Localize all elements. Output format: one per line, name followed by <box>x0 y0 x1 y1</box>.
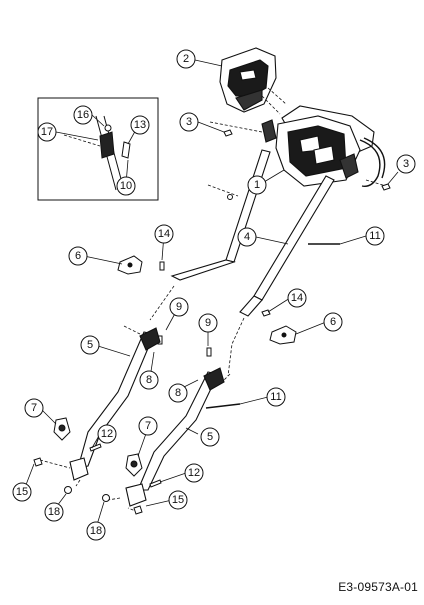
lower-tube-right <box>125 367 225 507</box>
callout-14-label: 14 <box>158 228 170 240</box>
callout-9-label: 9 <box>205 317 211 329</box>
callout-5-label: 5 <box>87 339 93 351</box>
callout-17-label: 17 <box>41 126 53 138</box>
callout-6: 6 <box>68 246 88 266</box>
callout-12: 12 <box>97 424 117 444</box>
callout-15-label: 15 <box>16 486 28 498</box>
assembly-guides-upper <box>149 87 387 377</box>
callout-4: 4 <box>237 227 257 247</box>
callout-18: 18 <box>44 502 64 522</box>
callout-7-label: 7 <box>145 420 151 432</box>
callout-7: 7 <box>138 416 158 436</box>
callout-6: 6 <box>323 312 343 332</box>
callout-12-label: 12 <box>101 428 113 440</box>
callout-10: 10 <box>116 176 136 196</box>
callouts: 2 3 3 1 16 17 13 10 4 11 6 14 14 6 9 9 5… <box>12 49 416 541</box>
callout-8-label: 8 <box>175 387 181 399</box>
callout-18-label: 18 <box>90 525 102 537</box>
small-hardware <box>33 443 162 515</box>
callout-9: 9 <box>198 313 218 333</box>
control-panel-cover <box>219 47 277 113</box>
cable-ties <box>205 243 340 409</box>
callout-5: 5 <box>80 335 100 355</box>
callout-18: 18 <box>86 521 106 541</box>
callout-2: 2 <box>176 49 196 69</box>
document-code: E3-09573A-01 <box>338 580 418 594</box>
callout-3-label: 3 <box>186 116 192 128</box>
callout-16: 16 <box>73 105 93 125</box>
callout-9-label: 9 <box>176 301 182 313</box>
callout-13: 13 <box>130 115 150 135</box>
callout-3: 3 <box>179 112 199 132</box>
callout-15: 15 <box>12 482 32 502</box>
callout-15-label: 15 <box>172 494 184 506</box>
callout-14: 14 <box>154 224 174 244</box>
detail-inset <box>37 97 159 201</box>
knob-left <box>53 417 71 441</box>
callout-7: 7 <box>24 398 44 418</box>
callout-17: 17 <box>37 122 57 142</box>
callout-6-label: 6 <box>75 250 81 262</box>
callout-12-label: 12 <box>188 467 200 479</box>
callout-4-label: 4 <box>244 231 250 243</box>
upper-handle <box>170 105 386 317</box>
callout-6-label: 6 <box>330 316 336 328</box>
callout-11-label: 11 <box>369 230 380 242</box>
callout-3: 3 <box>396 154 416 174</box>
callout-16-label: 16 <box>77 109 89 121</box>
callout-2-label: 2 <box>183 53 189 65</box>
callout-14-label: 14 <box>291 292 303 304</box>
knob-right <box>125 453 143 477</box>
callout-11: 11 <box>266 387 286 407</box>
callout-1-label: 1 <box>254 179 260 191</box>
callout-14: 14 <box>287 288 307 308</box>
callout-11-label: 11 <box>270 391 281 403</box>
callout-15: 15 <box>168 490 188 510</box>
callout-9: 9 <box>169 297 189 317</box>
callout-8: 8 <box>168 383 188 403</box>
callout-5: 5 <box>200 427 220 447</box>
callout-1: 1 <box>247 175 267 195</box>
callout-10-label: 10 <box>120 180 132 192</box>
callout-5-label: 5 <box>207 431 213 443</box>
callout-3-label: 3 <box>403 158 409 170</box>
lower-tube-left <box>69 327 161 481</box>
callout-8-label: 8 <box>146 374 152 386</box>
callout-8: 8 <box>139 370 159 390</box>
cable-clip-left <box>117 255 143 275</box>
callout-13-label: 13 <box>134 119 146 131</box>
callout-7-label: 7 <box>31 402 37 414</box>
callout-18-label: 18 <box>48 506 60 518</box>
callout-12: 12 <box>184 463 204 483</box>
cable-clip-right <box>269 325 297 345</box>
callout-11: 11 <box>365 226 385 246</box>
